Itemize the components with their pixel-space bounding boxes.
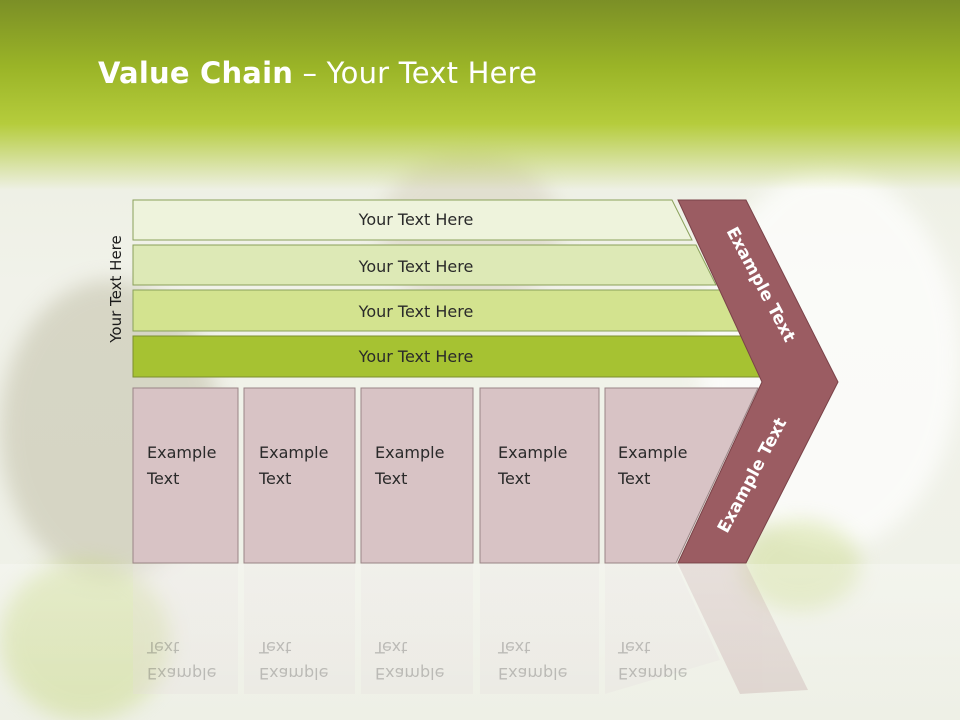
box-2	[243, 387, 356, 564]
box-5	[604, 387, 759, 564]
row-1-bar	[132, 199, 693, 241]
box-4	[479, 387, 600, 564]
row-1-label: Your Text Here	[358, 210, 474, 229]
row-2-bar	[132, 244, 717, 286]
box-3	[360, 387, 474, 564]
header-band	[0, 0, 960, 190]
box-1	[132, 387, 239, 564]
chevron-arrow	[677, 199, 839, 564]
slide-title: Value Chain – Your Text Here	[98, 56, 538, 90]
row-2-label: Your Text Here	[358, 257, 474, 276]
row-4-label: Your Text Here	[358, 347, 474, 366]
row-3-label: Your Text Here	[358, 302, 474, 321]
